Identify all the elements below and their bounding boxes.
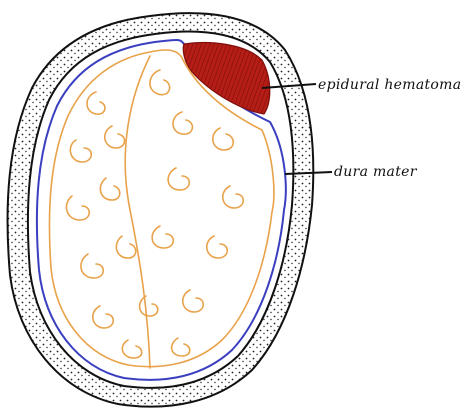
epidural-hematoma-label: epidural hematoma: [318, 77, 461, 93]
dura-mater-label: dura mater: [334, 164, 417, 180]
